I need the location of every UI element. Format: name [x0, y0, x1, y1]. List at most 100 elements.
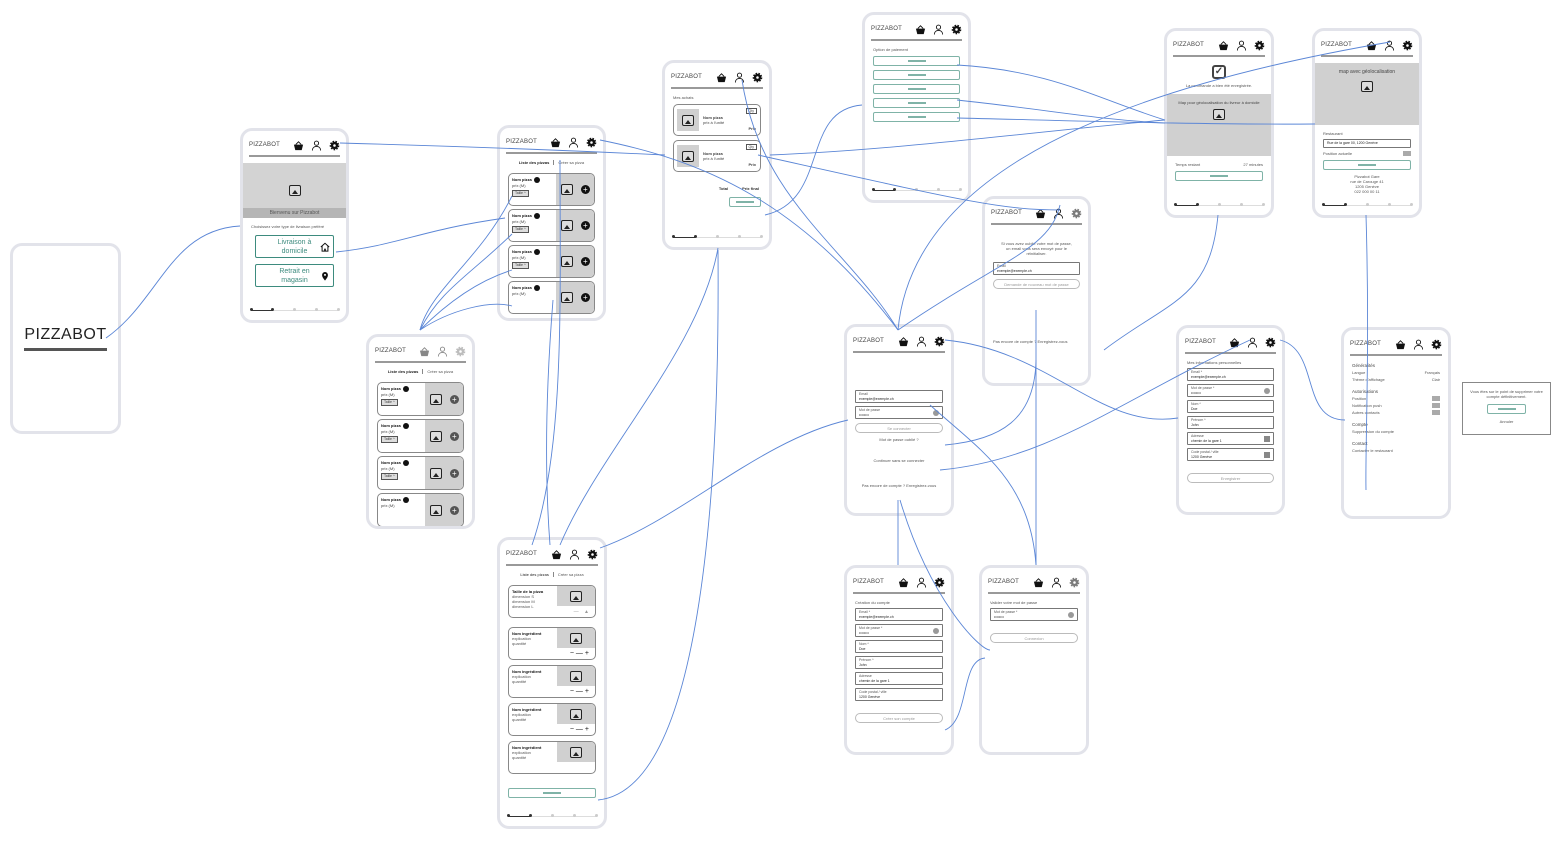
gear-icon[interactable] [329, 140, 340, 151]
dot[interactable] [1261, 203, 1265, 206]
restaurant-select[interactable]: Rue de la gare 00, 1200 Genève [1323, 139, 1411, 148]
dot[interactable] [871, 188, 875, 191]
info-icon[interactable] [402, 423, 409, 429]
settings-row[interactable]: Notification push [1352, 403, 1440, 408]
dot[interactable] [1321, 203, 1325, 206]
dot[interactable] [893, 188, 897, 191]
basket-icon[interactable] [898, 336, 909, 347]
dot[interactable] [572, 814, 576, 817]
settings-row[interactable]: Position [1352, 396, 1440, 401]
toggle[interactable] [1432, 396, 1440, 401]
profile-field[interactable]: Nom *Doe [1187, 400, 1274, 413]
user-icon[interactable] [1053, 208, 1064, 219]
tab-pizza-list[interactable]: Liste des pizzas [516, 572, 554, 577]
user-icon[interactable] [916, 577, 927, 588]
dot[interactable] [1173, 203, 1177, 206]
quantity-stepper[interactable]: −—+ [569, 726, 591, 733]
user-icon[interactable] [916, 336, 927, 347]
dot[interactable] [271, 308, 275, 311]
size-option[interactable]: dimension S [512, 594, 535, 599]
dot[interactable] [1217, 203, 1221, 206]
basket-icon[interactable] [915, 24, 926, 35]
dot[interactable] [506, 814, 510, 817]
size-slider[interactable]: — ▲ [573, 609, 591, 615]
settings-row[interactable]: Contacter le restaurant [1352, 448, 1440, 453]
size-option[interactable]: dimension L [512, 604, 534, 609]
pickup-button[interactable]: Retrait en magasin [255, 264, 334, 287]
dot[interactable] [249, 308, 253, 311]
current-position[interactable]: Position actuelle [1323, 151, 1411, 156]
gear-icon[interactable] [1254, 40, 1265, 51]
user-icon[interactable] [1384, 40, 1395, 51]
quantity-select[interactable]: Qty [745, 108, 757, 114]
dot[interactable] [293, 308, 296, 311]
gear-icon[interactable] [586, 137, 597, 148]
setting-value[interactable]: Clair [1431, 377, 1440, 382]
add-icon[interactable]: + [449, 431, 459, 441]
gear-icon[interactable] [1069, 577, 1080, 588]
size-select[interactable]: Taille ^ [381, 398, 398, 406]
basket-icon[interactable] [1229, 337, 1240, 348]
size-select[interactable]: Taille ^ [512, 261, 529, 269]
connect-button[interactable]: Connexion [990, 633, 1078, 643]
guest-link[interactable]: Continuer sans se connecter [873, 458, 925, 463]
dot[interactable] [1387, 203, 1391, 206]
position-checkbox[interactable] [1403, 151, 1411, 156]
info-icon[interactable] [533, 213, 540, 219]
user-icon[interactable] [1413, 339, 1424, 350]
basket-icon[interactable] [1366, 40, 1377, 51]
size-select[interactable]: Taille ^ [381, 472, 398, 480]
create-account-button[interactable]: Créer son compte [855, 713, 943, 723]
user-icon[interactable] [1236, 40, 1247, 51]
add-icon[interactable]: + [449, 505, 459, 515]
dialog-confirm-button[interactable] [1487, 404, 1526, 414]
size-select[interactable]: Taille ^ [512, 225, 529, 233]
payment-option-button[interactable] [873, 70, 960, 80]
user-icon[interactable] [569, 549, 580, 560]
basket-icon[interactable] [1218, 40, 1229, 51]
dot[interactable] [737, 235, 741, 238]
tab-pizza-list[interactable]: Liste des pizzas [384, 369, 424, 374]
basket-icon[interactable] [1035, 208, 1046, 219]
add-icon[interactable]: + [449, 394, 459, 404]
gear-icon[interactable] [1265, 337, 1276, 348]
tab-create-pizza[interactable]: Créer sa pizza [558, 160, 585, 165]
setting-value[interactable]: Français [1424, 370, 1440, 375]
info-icon[interactable] [402, 497, 409, 503]
input-field[interactable]: Mot de passe *•••••••• [990, 608, 1078, 621]
tab-pizza-list[interactable]: Liste des pizzas [515, 160, 555, 165]
basket-icon[interactable] [550, 137, 561, 148]
gear-icon[interactable] [1431, 339, 1442, 350]
user-icon[interactable] [311, 140, 322, 151]
gear-icon[interactable] [934, 577, 945, 588]
tab-create-pizza[interactable]: Créer sa pizza [427, 369, 454, 374]
user-icon[interactable] [734, 72, 745, 83]
settings-row[interactable]: Autres contacts [1352, 410, 1440, 415]
profile-field[interactable]: Email *exemple@exemple.ch [1187, 368, 1274, 381]
user-icon[interactable] [1051, 577, 1062, 588]
gear-icon[interactable] [455, 346, 466, 357]
basket-icon[interactable] [898, 577, 909, 588]
basket-icon[interactable] [419, 346, 430, 357]
settings-row[interactable]: Suppression du compte [1352, 429, 1440, 434]
dot[interactable] [336, 308, 340, 311]
info-icon[interactable] [402, 460, 409, 466]
gear-icon[interactable] [752, 72, 763, 83]
add-to-cart-button[interactable] [508, 788, 596, 798]
register-link[interactable]: Pas encore de compte ? Enregistrez-vous [861, 483, 937, 488]
dot[interactable] [314, 308, 318, 311]
quantity-select[interactable]: Qty [745, 144, 757, 150]
info-icon[interactable] [533, 285, 540, 291]
